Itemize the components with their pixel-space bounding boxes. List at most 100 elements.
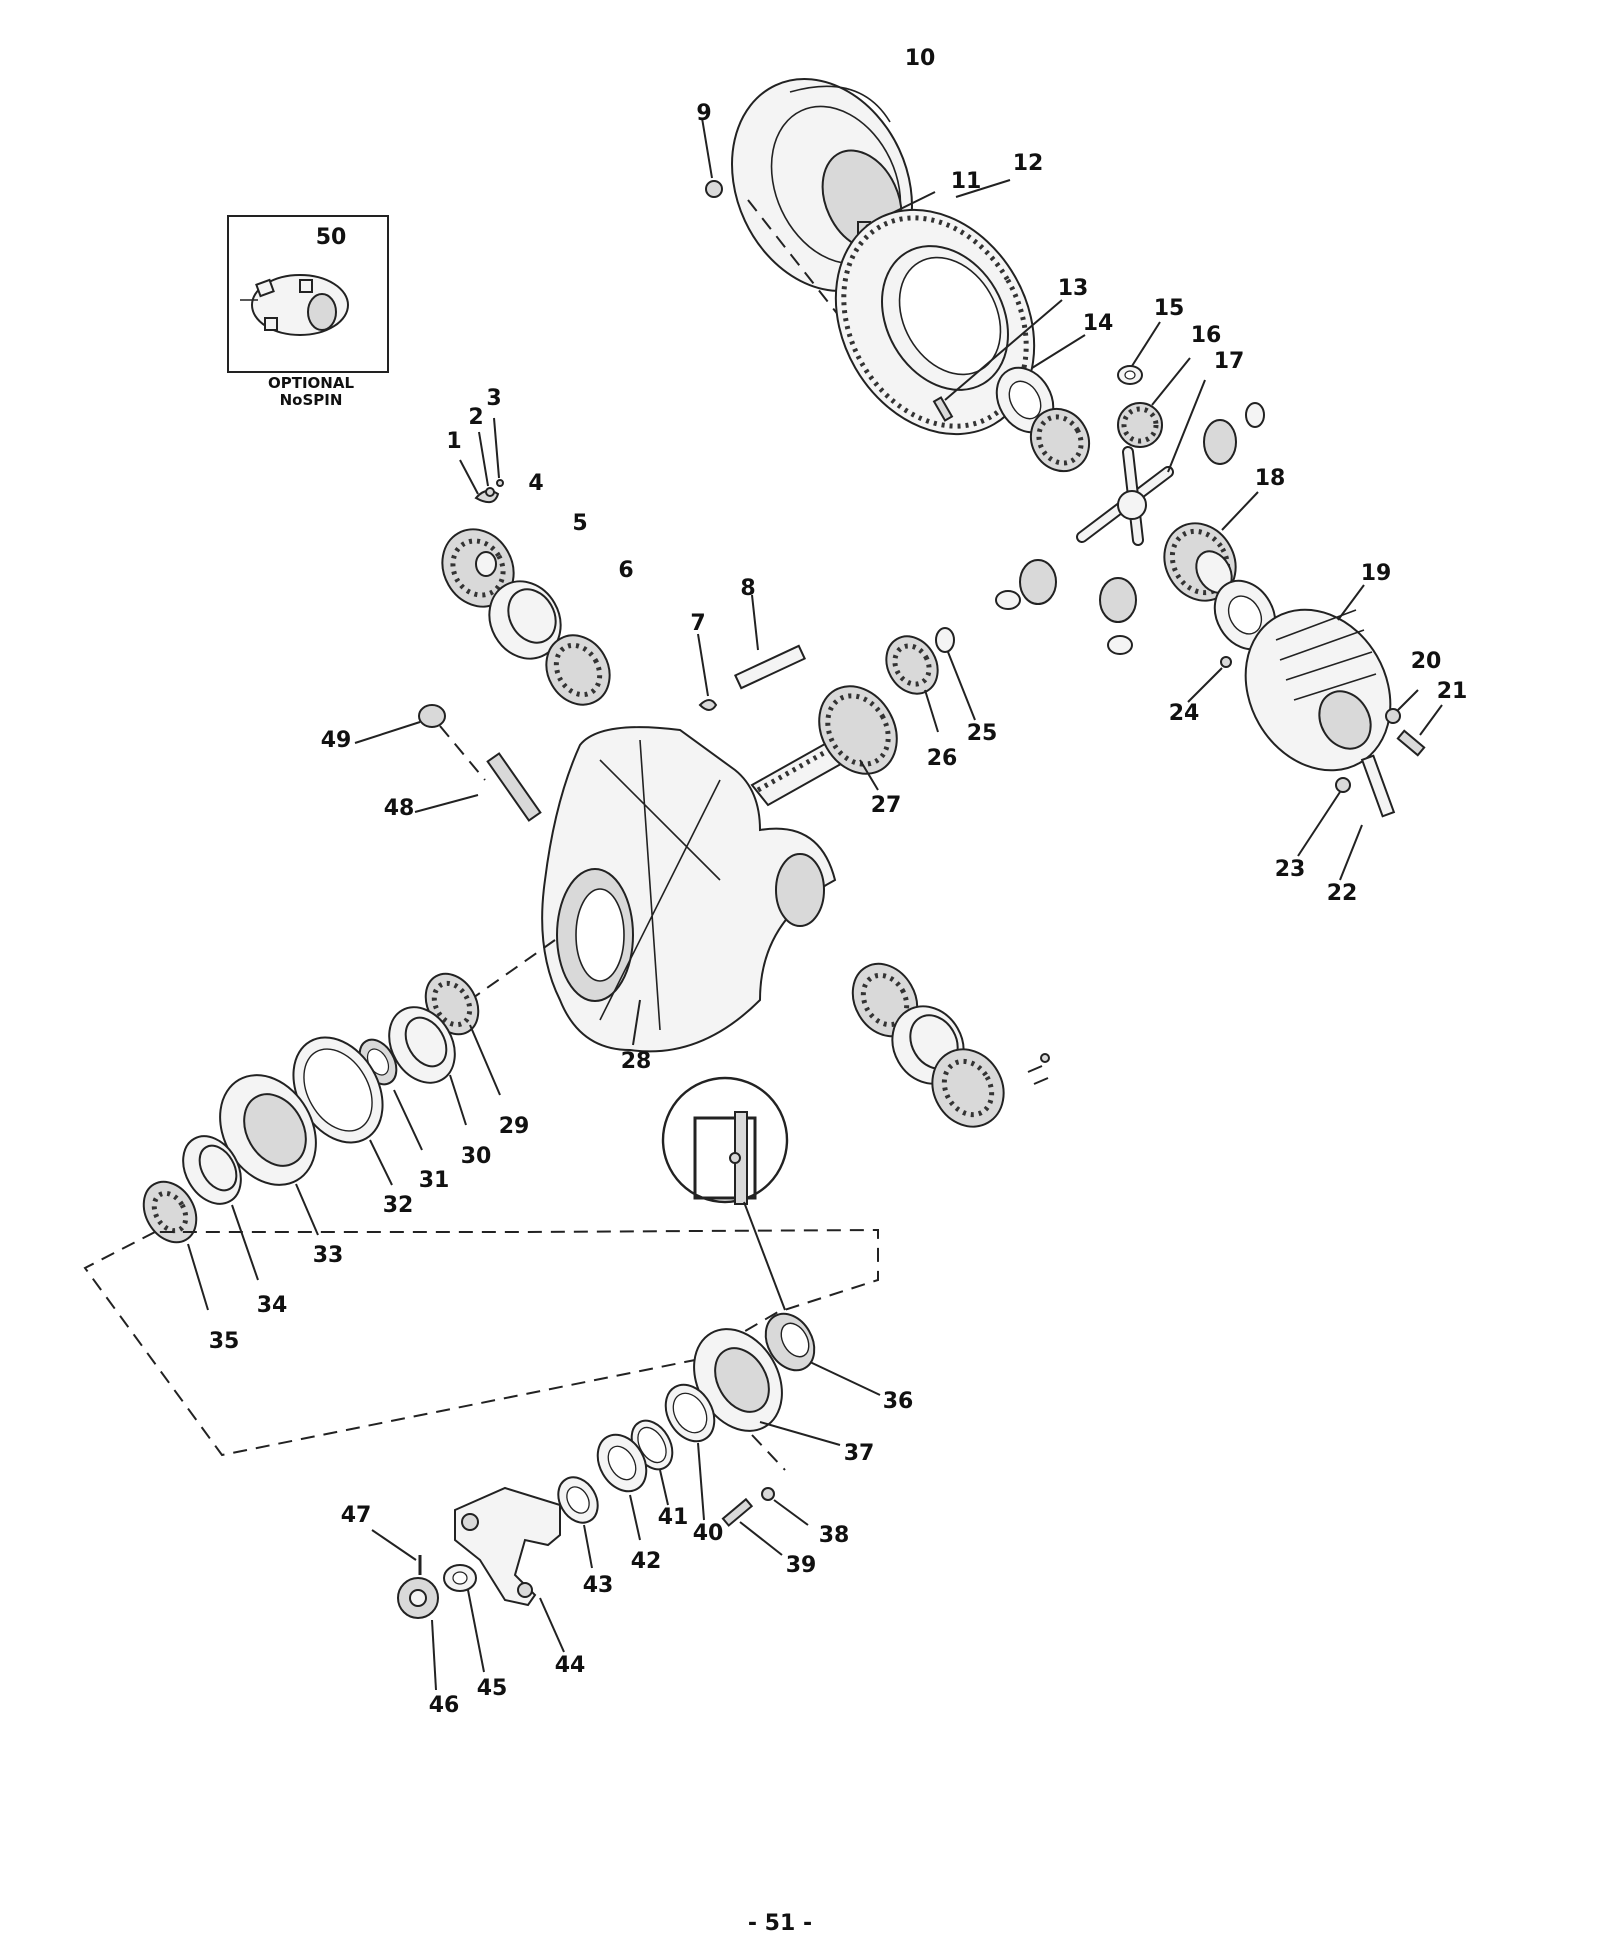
cotter-pin-47 — [371, 1529, 422, 1575]
side-gear-upper — [1029, 407, 1091, 473]
washer-38 — [761, 1487, 809, 1526]
callout-25: 25 — [967, 721, 998, 746]
callout-49: 49 — [321, 728, 352, 753]
callout-42: 42 — [631, 1549, 662, 1574]
bearing-cup-34 — [182, 1135, 259, 1281]
callout-44: 44 — [555, 1653, 586, 1678]
callout-8: 8 — [740, 576, 755, 601]
callout-35: 35 — [209, 1329, 240, 1354]
nut-9 — [701, 117, 723, 198]
bearing-stack-upper-left — [441, 528, 611, 706]
callout-22: 22 — [1327, 881, 1358, 906]
callout-1: 1 — [446, 429, 461, 454]
bearing-retainer-37 — [693, 1328, 841, 1471]
pinion-gear-16 — [1117, 357, 1191, 448]
callout-39: 39 — [786, 1553, 817, 1578]
inset-nospin: OPTIONAL NoSPIN — [227, 215, 389, 409]
callout-11: 11 — [951, 169, 982, 194]
key-and-pins — [459, 417, 504, 504]
callout-labels: 10 9 11 12 13 14 15 16 17 18 19 20 21 22… — [209, 46, 1468, 1718]
bolt-22 — [1339, 754, 1396, 881]
callout-45: 45 — [477, 1676, 508, 1701]
seal-43 — [557, 1476, 599, 1569]
yoke-44 — [454, 1486, 565, 1653]
carrier-housing-28 — [469, 726, 837, 1053]
gasket-40 — [664, 1383, 716, 1521]
callout-7: 7 — [690, 611, 705, 636]
nut-20 — [1385, 689, 1419, 724]
bearing-26 — [885, 635, 939, 733]
ring-gear-12 — [834, 179, 1036, 436]
bolt-8 — [733, 594, 807, 690]
washer-15 — [1117, 321, 1161, 385]
callout-19: 19 — [1361, 561, 1392, 586]
callout-36: 36 — [883, 1389, 914, 1414]
callout-18: 18 — [1255, 466, 1286, 491]
inset-caption-nospin: NoSPIN — [280, 391, 343, 409]
callout-21: 21 — [1437, 679, 1468, 704]
nut-49 — [354, 704, 486, 781]
nut-23 — [1297, 777, 1351, 857]
differential-case-half-19 — [1244, 584, 1392, 772]
pinion-gear-lower — [995, 559, 1137, 655]
bearing-35 — [142, 1180, 209, 1311]
callout-4: 4 — [528, 471, 543, 496]
callout-38: 38 — [819, 1523, 850, 1548]
callout-14: 14 — [1083, 311, 1114, 336]
seal-36 — [764, 1312, 881, 1396]
callout-33: 33 — [313, 1243, 344, 1268]
callout-41: 41 — [658, 1505, 689, 1530]
retainer-33 — [219, 1074, 319, 1236]
nut-46 — [397, 1577, 439, 1691]
lock-7 — [697, 633, 718, 711]
callout-6: 6 — [618, 558, 633, 583]
shim-25 — [935, 627, 976, 721]
callout-37: 37 — [844, 1441, 875, 1466]
callout-20: 20 — [1411, 649, 1442, 674]
callout-12: 12 — [1013, 151, 1044, 176]
callout-3: 3 — [486, 386, 501, 411]
bolt-21 — [1396, 704, 1443, 757]
callout-15: 15 — [1154, 296, 1185, 321]
pinion-cross-shaft-17 — [1076, 379, 1206, 546]
callout-40: 40 — [693, 1521, 724, 1546]
pinion-bearing-assembly-right — [851, 962, 1050, 1128]
callout-29: 29 — [499, 1114, 530, 1139]
stud-48 — [414, 752, 542, 822]
bolt-39 — [721, 1497, 783, 1556]
callout-28: 28 — [621, 1049, 652, 1074]
callout-5: 5 — [572, 511, 587, 536]
bearing-cup-30 — [388, 1006, 467, 1126]
washer-45 — [443, 1564, 485, 1673]
side-gear-18 — [1163, 491, 1259, 602]
callout-32: 32 — [383, 1193, 414, 1218]
pinion-gear-right — [1203, 402, 1265, 465]
callout-9: 9 — [696, 101, 711, 126]
callout-31: 31 — [419, 1168, 450, 1193]
bearing-cup-5 — [488, 580, 562, 660]
roller-bearing-6 — [545, 634, 611, 706]
seal-detail-circle — [661, 1076, 789, 1311]
callout-13: 13 — [1058, 276, 1089, 301]
callout-30: 30 — [461, 1144, 492, 1169]
page-number: - 51 - — [748, 1911, 812, 1936]
callout-23: 23 — [1275, 857, 1306, 882]
callout-24: 24 — [1169, 701, 1200, 726]
gasket-32 — [292, 1036, 393, 1186]
nospin-unit-drawing — [240, 274, 349, 336]
callout-10: 10 — [905, 46, 936, 71]
callout-47: 47 — [341, 1503, 372, 1528]
callout-50: 50 — [316, 225, 347, 250]
callout-16: 16 — [1191, 323, 1222, 348]
callout-46: 46 — [429, 1693, 460, 1718]
inset-caption-optional: OPTIONAL — [268, 374, 354, 392]
callout-26: 26 — [927, 746, 958, 771]
pin-24 — [1187, 656, 1232, 703]
callout-27: 27 — [871, 793, 902, 818]
callout-48: 48 — [384, 796, 415, 821]
callout-43: 43 — [583, 1573, 614, 1598]
callout-34: 34 — [257, 1293, 288, 1318]
drive-pinion-27 — [750, 685, 898, 807]
